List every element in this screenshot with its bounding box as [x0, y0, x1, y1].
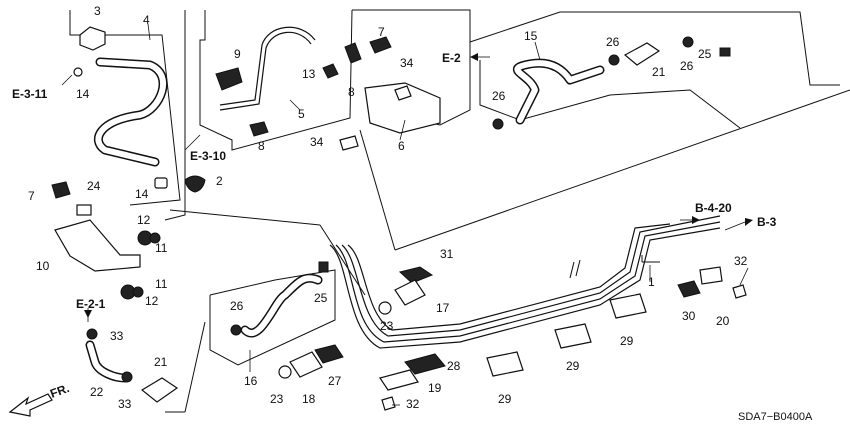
callout-23-top: 23	[380, 319, 394, 333]
callout-29-b: 29	[566, 359, 580, 373]
callout-18: 18	[302, 392, 316, 406]
hose-16	[240, 273, 323, 338]
callout-22: 22	[90, 385, 104, 399]
callout-10: 10	[36, 259, 50, 273]
callout-3: 3	[94, 4, 101, 18]
callout-34-top: 34	[400, 56, 414, 70]
callout-26-d: 26	[230, 299, 244, 313]
callout-28: 28	[447, 359, 461, 373]
leader-lines	[147, 23, 749, 406]
hose-15	[512, 58, 605, 125]
callout-7-top: 7	[378, 25, 385, 39]
callout-6: 6	[398, 139, 405, 153]
callout-29-a: 29	[498, 392, 512, 406]
callout-24: 24	[87, 179, 101, 193]
callout-33-top: 33	[110, 329, 124, 343]
callout-12-top: 12	[137, 213, 151, 227]
callout-16: 16	[244, 374, 258, 388]
callout-11-bottom: 11	[155, 277, 168, 291]
callout-34-bottom: 34	[310, 135, 324, 149]
callout-8-right: 8	[348, 85, 355, 99]
front-label: FR.	[48, 381, 71, 401]
callout-26-b: 26	[680, 59, 694, 73]
callout-1: 1	[648, 275, 655, 289]
ref-label-b-4-20: B-4-20	[695, 201, 732, 215]
callout-17: 17	[436, 301, 450, 315]
hose-22	[85, 340, 130, 383]
callout-12-bottom: 12	[145, 294, 159, 308]
callout-26-a: 26	[606, 35, 620, 49]
front-direction-arrow	[8, 393, 53, 417]
pipe-5	[219, 26, 316, 111]
callout-27: 27	[328, 374, 342, 388]
callout-4: 4	[143, 13, 150, 27]
callout-33-bottom: 33	[118, 397, 132, 411]
callout-15: 15	[524, 29, 538, 43]
callout-19: 19	[428, 381, 442, 395]
callout-20: 20	[716, 314, 730, 328]
callout-25-bottom: 25	[314, 291, 328, 305]
fuel-pipe-assembly	[329, 215, 721, 349]
callout-7-left: 7	[28, 189, 35, 203]
callout-29-c: 29	[620, 334, 634, 348]
callout-31: 31	[440, 247, 454, 261]
callout-25-top: 25	[698, 47, 712, 61]
callout-21-bottom: 21	[154, 355, 168, 369]
ref-label-e-3-10: E-3-10	[190, 149, 226, 163]
callout-21-top: 21	[652, 65, 666, 79]
reference-arrows	[61, 53, 753, 322]
callout-13: 13	[302, 67, 316, 81]
callout-32-bottom: 32	[406, 397, 420, 411]
callout-23-bottom: 23	[270, 392, 284, 406]
diagram-code: SDA7−B0400A	[738, 411, 813, 423]
hose-4	[94, 57, 168, 167]
callout-5: 5	[298, 107, 305, 121]
parts	[51, 26, 747, 411]
callout-14-top: 14	[76, 87, 90, 101]
ref-label-e-3-11: E-3-11	[12, 87, 48, 101]
callout-30: 30	[682, 309, 696, 323]
callout-11-top: 11	[155, 241, 168, 255]
ref-label-e-2-1: E-2-1	[76, 297, 106, 311]
callout-8-left: 8	[258, 139, 265, 153]
callout-14-bottom: 14	[135, 187, 149, 201]
frame-lines	[69, 9, 850, 413]
callout-2: 2	[216, 174, 223, 188]
callout-9: 9	[234, 47, 241, 61]
ref-label-e-2: E-2	[442, 51, 461, 65]
ref-label-b-3: B-3	[757, 215, 777, 229]
callout-32-right: 32	[734, 254, 748, 268]
callout-26-c: 26	[492, 89, 506, 103]
